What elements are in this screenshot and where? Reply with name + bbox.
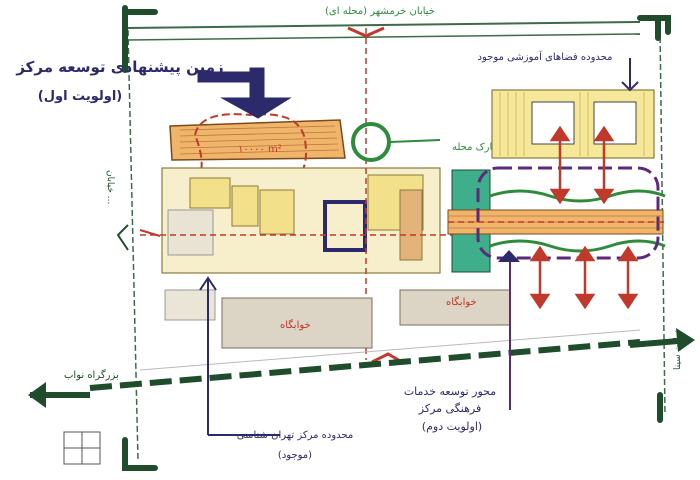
existing-center-block <box>161 167 441 274</box>
existing-label-line2: (موجود) <box>278 450 312 461</box>
park-label: پارک محله <box>452 142 495 153</box>
right-street-label: خیابان سینا <box>673 329 683 370</box>
axis-label-line2: فرهنگی مرکز <box>418 402 481 415</box>
education-zone-label: محدوده فضاهای آموزشی موجود <box>478 50 613 63</box>
park-leader <box>389 139 441 143</box>
title-line1: زمین پیشنهادی توسعه مرکز <box>15 58 223 77</box>
corner-arrows <box>122 5 671 471</box>
dorm-left-block <box>164 289 373 349</box>
axis-label-line1: محور توسعه خدمات <box>404 385 496 398</box>
expansion-arrows <box>529 125 639 310</box>
dorm-right-label: خوابگاه <box>446 296 477 308</box>
top-street-label: خیابان خرمشهر (محله ای) <box>325 6 435 17</box>
axis-label-line3: (اولویت دوم) <box>422 420 482 433</box>
top-street <box>127 21 641 41</box>
highway-label: بزرگراه نواب <box>64 369 119 381</box>
left-street-marker <box>116 224 129 251</box>
dorm-left-label: خوابگاه <box>280 319 311 331</box>
education-zone-block <box>491 58 655 159</box>
axis-top-marker <box>347 26 385 38</box>
existing-label-line1: محدوده مرکز تهران شناسی <box>237 430 353 441</box>
cultural-corridor <box>447 166 666 273</box>
park-circle <box>351 122 391 162</box>
logo <box>63 431 101 465</box>
left-street-label: خیابان ... <box>105 170 115 204</box>
highway <box>28 328 695 408</box>
area-label: ۱۰۰۰۰ m² <box>238 144 282 155</box>
courtyard-square <box>323 200 367 252</box>
title-arrow <box>197 67 292 119</box>
dorm-right-block <box>399 289 511 326</box>
title-line2: (اولویت اول) <box>38 89 122 104</box>
central-axis <box>140 28 470 360</box>
